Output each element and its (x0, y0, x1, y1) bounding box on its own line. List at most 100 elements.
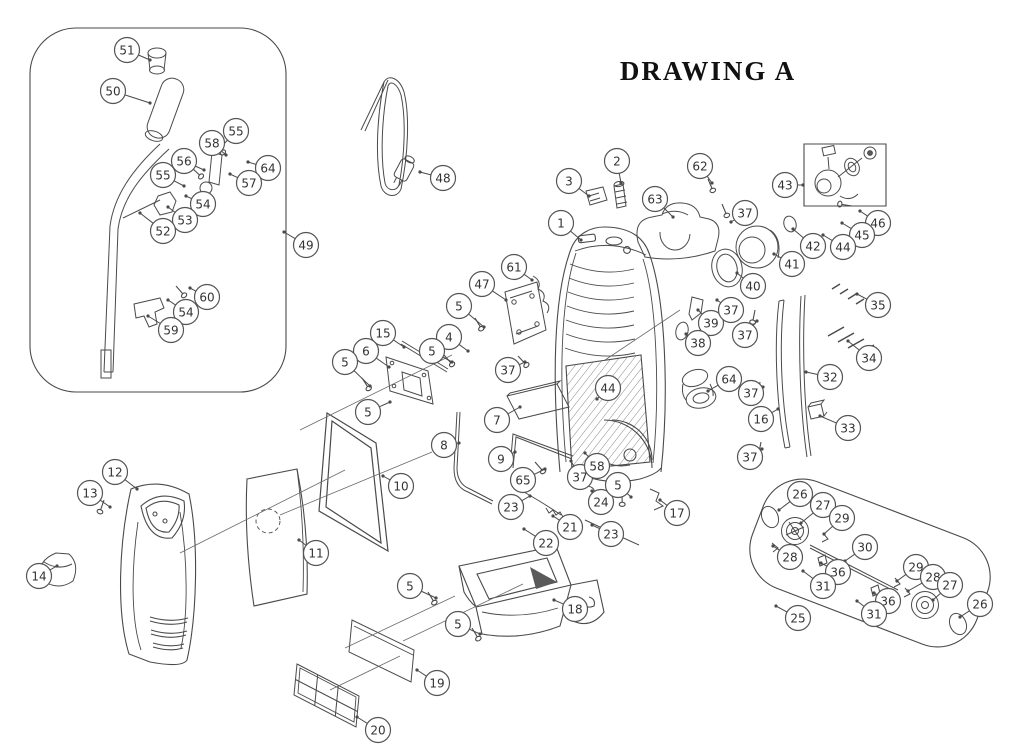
part-switch-and-bulb (586, 181, 627, 208)
svg-text:47: 47 (474, 277, 489, 291)
svg-text:5: 5 (364, 405, 372, 419)
callout-65: 65 (511, 467, 547, 492)
svg-text:65: 65 (515, 473, 530, 487)
callout-38: 38 (684, 331, 710, 356)
part-pad-7 (507, 381, 569, 419)
svg-text:61: 61 (506, 260, 521, 274)
callout-1: 1 (549, 211, 583, 242)
svg-text:31: 31 (815, 579, 830, 593)
part-lamp-bracket-63 (637, 203, 719, 259)
callout-23: 23 (499, 494, 532, 519)
svg-text:26: 26 (972, 597, 987, 611)
callout-23: 23 (590, 522, 623, 547)
callout-44: 44 (821, 233, 855, 259)
svg-text:37: 37 (723, 303, 738, 317)
svg-text:36: 36 (880, 594, 895, 608)
svg-text:49: 49 (298, 238, 313, 252)
callout-64: 64 (246, 156, 280, 181)
callout-2: 2 (605, 149, 630, 185)
svg-text:26: 26 (792, 487, 807, 501)
svg-text:55: 55 (155, 168, 170, 182)
svg-text:6: 6 (362, 344, 370, 358)
svg-text:10: 10 (393, 479, 408, 493)
svg-text:5: 5 (406, 579, 414, 593)
callout-37: 37 (729, 201, 757, 226)
callout-5: 5 (420, 339, 454, 364)
callout-10: 10 (381, 474, 413, 499)
svg-text:37: 37 (500, 363, 515, 377)
detail-box-43 (804, 144, 886, 206)
svg-text:64: 64 (260, 161, 275, 175)
svg-text:54: 54 (195, 197, 210, 211)
svg-text:39: 39 (703, 316, 718, 330)
callout-58: 58 (583, 451, 609, 478)
callout-37: 37 (496, 358, 527, 383)
callout-57: 57 (228, 171, 261, 196)
callout-49: 49 (282, 230, 318, 257)
callout-59: 59 (146, 314, 183, 342)
part-power-cord (361, 78, 417, 196)
svg-text:51: 51 (119, 43, 134, 57)
svg-text:53: 53 (177, 213, 192, 227)
callout-5: 5 (356, 400, 392, 425)
callout-53: 53 (166, 205, 197, 232)
svg-text:64: 64 (721, 372, 736, 386)
part-front-cover-12 (121, 484, 196, 665)
drawing-title: DRAWING A (619, 56, 797, 86)
svg-text:27: 27 (815, 498, 830, 512)
callout-5: 5 (606, 473, 633, 499)
svg-text:40: 40 (745, 279, 760, 293)
svg-text:5: 5 (614, 478, 622, 492)
callout-31: 31 (855, 599, 886, 626)
svg-text:57: 57 (241, 176, 256, 190)
callout-14: 14 (27, 564, 59, 589)
svg-text:24: 24 (593, 495, 608, 509)
callout-13: 13 (78, 481, 112, 509)
svg-text:63: 63 (647, 192, 662, 206)
svg-text:5: 5 (428, 344, 436, 358)
callout-5: 5 (446, 612, 482, 637)
svg-text:4: 4 (445, 330, 453, 344)
callout-43: 43 (773, 173, 805, 198)
callout-28: 28 (771, 544, 802, 569)
callout-17: 17 (658, 498, 689, 525)
svg-text:15: 15 (375, 326, 390, 340)
callout-5: 5 (398, 574, 438, 600)
callout-37: 37 (715, 298, 743, 323)
part-foam-19 (349, 620, 414, 682)
svg-text:16: 16 (753, 412, 768, 426)
svg-text:30: 30 (857, 540, 872, 554)
callout-37: 37 (739, 381, 765, 406)
part-pins-35-34 (828, 284, 874, 354)
callout-37: 37 (733, 319, 759, 347)
svg-text:58: 58 (204, 136, 219, 150)
callout-16: 16 (749, 407, 780, 432)
svg-text:52: 52 (155, 224, 170, 238)
callout-24: 24 (589, 489, 614, 514)
svg-text:21: 21 (562, 520, 577, 534)
callout-27: 27 (931, 573, 962, 602)
callout-32: 32 (804, 365, 842, 390)
part-plate-47 (505, 276, 549, 344)
callout-6: 6 (354, 339, 391, 369)
svg-text:55: 55 (228, 124, 243, 138)
svg-text:50: 50 (105, 84, 120, 98)
callout-25: 25 (774, 604, 810, 630)
svg-text:23: 23 (603, 527, 618, 541)
svg-text:33: 33 (840, 421, 855, 435)
svg-text:42: 42 (805, 239, 820, 253)
svg-text:5: 5 (454, 617, 462, 631)
svg-text:48: 48 (435, 171, 450, 185)
svg-text:45: 45 (854, 228, 869, 242)
part-motor-cap-and-ring (708, 215, 798, 291)
part-main-body (555, 227, 665, 482)
part-elbow-64 (680, 366, 718, 411)
svg-text:32: 32 (822, 370, 837, 384)
callout-31: 31 (801, 569, 835, 598)
part-gasket-10 (319, 413, 388, 551)
svg-text:54: 54 (178, 305, 193, 319)
svg-text:58: 58 (589, 459, 604, 473)
svg-text:43: 43 (777, 178, 792, 192)
